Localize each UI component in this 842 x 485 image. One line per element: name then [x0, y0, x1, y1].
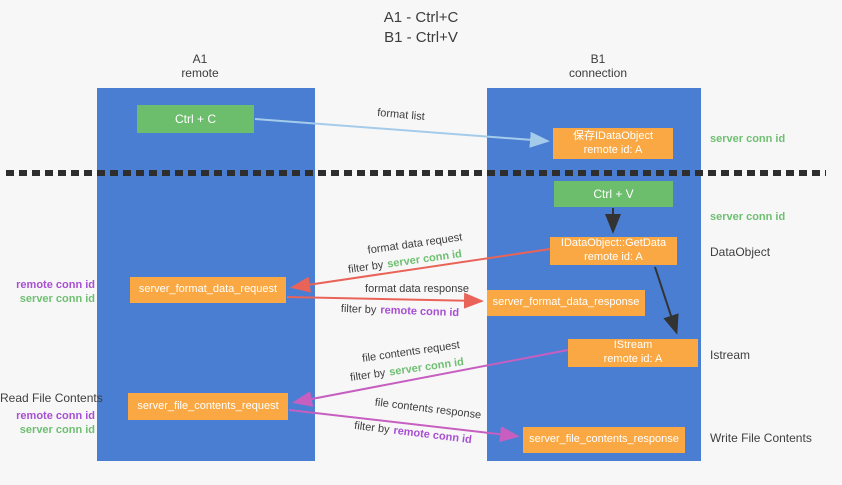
- server-file-contents-request-box: server_file_contents_request: [128, 393, 288, 420]
- server-file-contents-response-label: server_file_contents_response: [529, 433, 679, 446]
- dataobject-annotation: DataObject: [710, 245, 771, 259]
- server-format-data-response-label: server_format_data_response: [492, 296, 640, 309]
- format-data-response-label: format data response: [365, 283, 469, 295]
- ctrl-v-box: Ctrl + V: [554, 181, 673, 207]
- title-line-1: A1 - Ctrl+C: [383, 9, 459, 26]
- server-conn-id-annotation-mid: server conn id: [710, 211, 786, 223]
- filter-by-text: filter by: [347, 259, 385, 276]
- title-line-2: B1 - Ctrl+V: [384, 29, 458, 46]
- ctrl-c-box: Ctrl + C: [137, 105, 254, 133]
- write-file-contents-annotation: Write File Contents: [710, 431, 812, 445]
- remote-conn-id-annotation-file: remote conn id: [16, 410, 95, 422]
- dotted-divider-line: [6, 170, 826, 176]
- lane-b1-subtitle: connection: [568, 66, 628, 80]
- lane-b1-name: B1: [590, 52, 606, 66]
- filter-by-text: filter by: [349, 367, 387, 384]
- server-conn-id-annotation-file: server conn id: [19, 424, 95, 436]
- filter-by-text: filter by: [340, 302, 377, 317]
- lane-a1-subtitle: remote: [181, 66, 219, 80]
- filter-by-text: filter by: [353, 419, 391, 437]
- diagram-title: A1 - Ctrl+C B1 - Ctrl+V: [0, 8, 842, 48]
- read-file-contents-annotation: Read File Contents: [0, 391, 103, 405]
- remote-conn-id-text: remote conn id: [380, 304, 460, 320]
- server-format-data-request-label: server_format_data_request: [138, 283, 278, 296]
- idataobject-getdata-box: IDataObject::GetData remote id: A: [550, 237, 677, 265]
- server-conn-id-annotation-top: server conn id: [710, 133, 786, 145]
- server-file-contents-request-label: server_file_contents_request: [137, 399, 279, 412]
- format-list-label: format list: [376, 106, 426, 124]
- server-format-data-response-box: server_format_data_response: [487, 290, 645, 316]
- ctrl-v-label: Ctrl + V: [593, 186, 634, 201]
- istream-box: IStream remote id: A: [568, 339, 698, 367]
- getdata-line1: IDataObject::GetData: [560, 237, 667, 250]
- remote-conn-id-text: remote conn id: [392, 424, 473, 447]
- istream-line2: remote id: A: [603, 353, 663, 365]
- lane-header-b1: B1 connection: [528, 52, 668, 80]
- file-contents-response-label: file contents response: [374, 396, 482, 422]
- lane-a1-name: A1: [192, 52, 208, 66]
- server-format-data-request-box: server_format_data_request: [130, 277, 286, 303]
- ctrl-c-label: Ctrl + C: [174, 111, 216, 126]
- getdata-line2: remote id: A: [584, 251, 643, 263]
- istream-line1: IStream: [613, 339, 653, 352]
- lane-header-a1: A1 remote: [130, 52, 270, 80]
- save-idataobject-box: 保存IDataObject remote id: A: [553, 128, 673, 159]
- format-data-response-arrow: [286, 292, 484, 309]
- server-file-contents-response-box: server_file_contents_response: [523, 427, 685, 453]
- istream-annotation: Istream: [710, 348, 751, 362]
- server-conn-id-annotation-format: server conn id: [19, 293, 95, 305]
- save-idataobject-line2: remote id: A: [583, 143, 643, 156]
- save-idataobject-line1: 保存IDataObject: [572, 129, 654, 142]
- remote-conn-id-annotation-format: remote conn id: [16, 279, 95, 291]
